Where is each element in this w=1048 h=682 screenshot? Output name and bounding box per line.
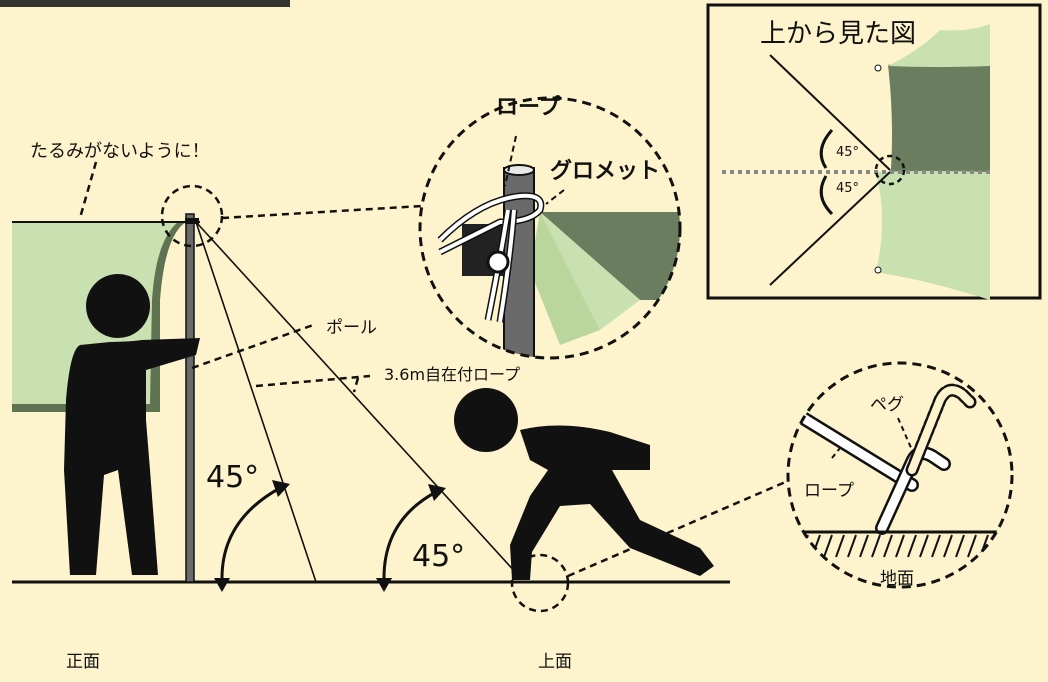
label-top-view: 上から見た図	[760, 19, 916, 49]
label-adjustable-rope: 3.6m自在付ロープ	[384, 365, 520, 384]
label-front: 正面	[66, 652, 100, 672]
label-angle-ground: 45°	[412, 539, 465, 574]
pole	[185, 213, 199, 583]
guy-rope-outer	[195, 221, 519, 576]
person-standing	[64, 274, 200, 575]
label-grommet: グロメット	[550, 158, 660, 184]
grommet-detail	[418, 96, 682, 360]
label-top: 上面	[538, 652, 572, 672]
label-angle-top-lower: 45°	[836, 181, 859, 196]
person-crouching	[454, 388, 714, 580]
label-rope: ロープ	[496, 95, 562, 120]
angle-arc-ground	[382, 490, 437, 579]
label-rope-peg: ロープ	[804, 481, 854, 501]
label-angle-top-upper: 45°	[836, 145, 859, 160]
label-pole: ポール	[326, 318, 377, 338]
label-peg: ペグ	[870, 395, 904, 415]
cropped-caption-strip	[0, 0, 290, 7]
label-no-slack: たるみがないように！	[30, 141, 210, 162]
peg-detail	[786, 361, 1014, 589]
angle-arc-pole	[220, 486, 281, 579]
callout-lines	[78, 161, 791, 613]
guy-rope-inner	[195, 221, 317, 583]
label-angle-pole: 45°	[206, 460, 259, 495]
top-view-panel	[706, 3, 1042, 300]
label-ground: 地面	[880, 569, 914, 589]
